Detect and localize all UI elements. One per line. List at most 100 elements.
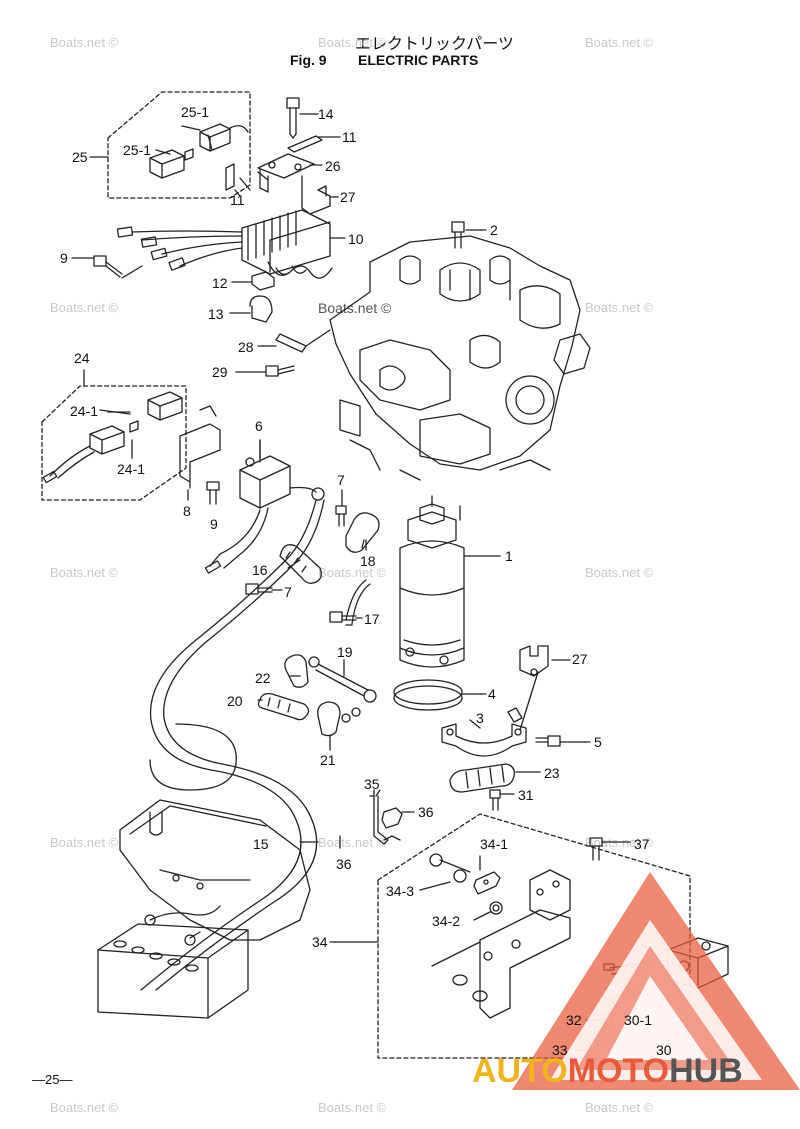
callout-25-1: 25-1 (181, 104, 210, 120)
cap-21 (317, 701, 361, 751)
parts-34-sub (419, 853, 503, 921)
callout-36: 36 (418, 804, 434, 820)
callout-12: 12 (212, 275, 228, 291)
callout-34-2: 34-2 (432, 913, 461, 929)
bracket-26 (257, 153, 323, 193)
watermark: Boats.net © (50, 35, 119, 50)
watermark: Boats.net © (50, 835, 119, 850)
callout-14: 14 (318, 106, 334, 122)
callout-1: 1 (505, 548, 513, 564)
callout-3: 3 (476, 710, 484, 726)
bolt-31 (489, 789, 515, 811)
brand-triangle-logo (512, 872, 800, 1090)
callout-34: 34 (312, 934, 328, 950)
callout-24-1: 24-1 (70, 403, 99, 419)
callout-25: 25 (72, 149, 88, 165)
group-box-24 (41, 369, 187, 501)
plate-11-upper (287, 135, 341, 153)
relay-25-1 (149, 123, 249, 179)
callout-35: 35 (364, 776, 380, 792)
callout-10: 10 (348, 231, 364, 247)
watermark: Boats.net © (585, 1100, 654, 1115)
watermark: Boats.net © (585, 35, 654, 50)
boot-23 (449, 763, 541, 793)
washers-34 (452, 974, 488, 1002)
pad-12 (231, 271, 275, 291)
callout-9: 9 (210, 516, 218, 532)
callout-16: 16 (252, 562, 268, 578)
clamp-13 (229, 295, 273, 323)
callout-17: 17 (364, 611, 380, 627)
callout-5: 5 (594, 734, 602, 750)
japanese-title: エレクトリックパーツ (355, 34, 514, 53)
brand-part-auto: AUTO (472, 1052, 568, 1090)
callout-30: 30 (656, 1042, 672, 1058)
callout-18: 18 (360, 553, 376, 569)
bolt-7-upper (335, 505, 347, 527)
callout-6: 6 (255, 418, 263, 434)
engine-block (329, 235, 591, 481)
callout-7: 7 (284, 584, 292, 600)
callout-4: 4 (488, 686, 496, 702)
bolt-37 (589, 837, 631, 861)
cable-19 (345, 579, 371, 626)
callout-20: 20 (227, 693, 243, 709)
callout-34-1: 34-1 (480, 836, 509, 852)
battery (97, 905, 249, 1019)
callout-27: 27 (340, 189, 356, 205)
boat-hull (119, 799, 311, 941)
watermark: Boats.net © (318, 35, 387, 50)
callout-11: 11 (230, 192, 245, 208)
solenoid-6 (204, 439, 325, 574)
bolt-2 (451, 221, 487, 249)
bolt-29 (235, 365, 295, 377)
clip-27-lower (519, 645, 549, 731)
bracket-8 (179, 405, 221, 501)
callout-26: 26 (325, 158, 341, 174)
rod-35 (369, 789, 389, 845)
callout-32: 32 (566, 1012, 582, 1028)
callout-36: 36 (336, 856, 352, 872)
bolt-9-upper (71, 255, 143, 279)
bracket-3 (441, 707, 527, 757)
bracket-34 (431, 869, 571, 1019)
watermark: Boats.net © (318, 300, 392, 316)
watermark: Boats.net © (318, 1100, 387, 1115)
callout-7: 7 (337, 472, 345, 488)
page-number: —25— (32, 1072, 73, 1087)
bolt-14 (286, 97, 319, 139)
figure-title: ELECTRIC PARTS (358, 52, 479, 68)
callout-13: 13 (208, 306, 224, 322)
cable-15 (140, 499, 325, 991)
figure-number: Fig. 9 (290, 52, 327, 68)
bolt-9-lower (206, 481, 220, 505)
group-box-25 (89, 91, 251, 199)
watermark: Boats.net © (50, 565, 119, 580)
clip-36 (381, 807, 415, 841)
relay-24-1 (42, 391, 183, 484)
callout-22: 22 (255, 670, 271, 686)
starter-motor-1 (399, 495, 501, 668)
cap-22 (284, 654, 309, 688)
watermark: Boats.net © (585, 300, 654, 315)
bolt-17 (329, 611, 357, 623)
callout-33: 33 (552, 1042, 568, 1058)
callout-2: 2 (490, 222, 498, 238)
band-4 (393, 679, 487, 711)
cap-18 (345, 512, 380, 553)
callout-15: 15 (253, 836, 269, 852)
callout-24: 24 (74, 350, 90, 366)
bolt-5 (535, 735, 591, 747)
callout-24-1: 24-1 (117, 461, 146, 477)
plate-11-lower (225, 163, 241, 197)
callout-27: 27 (572, 651, 588, 667)
boot-16 (279, 544, 322, 584)
callout-28: 28 (238, 339, 254, 355)
brand-part-hub: HUB (669, 1052, 743, 1090)
watermark: Boats.net © (585, 565, 654, 580)
callout-8: 8 (183, 503, 191, 519)
clip-27-upper (301, 175, 339, 215)
rectifier-10 (116, 209, 346, 279)
